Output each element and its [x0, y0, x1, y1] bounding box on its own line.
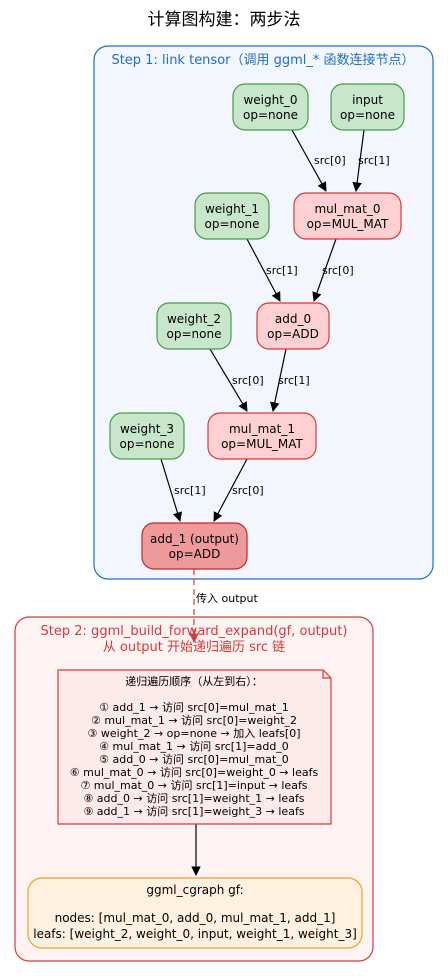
edge-label-w2-mm1: src[0] [232, 374, 264, 387]
node-label: weight_1 [205, 202, 259, 216]
diagram-title: 计算图构建：两步法 [148, 10, 301, 30]
edge-mulmat0-add0 [312, 238, 337, 302]
traversal-note: 递归遍历顺序（从左到右）： ① add_1 → 访问 src[0]=mul_ma… [57, 669, 332, 825]
traversal-line: ④ mul_mat_1 → 访问 src[1]=add_0 [99, 740, 289, 753]
traversal-title: 递归遍历顺序（从左到右）： [125, 674, 263, 688]
edge-mulmat1-add1 [213, 458, 248, 522]
node-op: op=none [167, 327, 222, 341]
node-input: input op=none [330, 83, 405, 131]
node-label: weight_0 [243, 93, 297, 107]
edge-input-mulmat0 [352, 129, 365, 192]
node-weight-2: weight_2 op=none [156, 302, 232, 350]
node-op: op=none [120, 437, 175, 451]
traversal-line: ③ weight_2 → op=none → 加入 leafs[0] [88, 727, 301, 740]
node-op: op=MUL_MAT [307, 217, 389, 231]
edge-label-w0-mm0: src[0] [314, 154, 346, 167]
traversal-line: ⑥ mul_mat_0 → 访问 src[0]=weight_0 → leafs [70, 766, 319, 779]
edge-label-mm0-add0: src[0] [322, 264, 354, 277]
traversal-line: ⑨ add_1 → 访问 src[1]=weight_3 → leafs [83, 805, 304, 818]
edge-label-add0-mm1: src[1] [278, 374, 310, 387]
step1-label: Step 1: link tensor（调用 ggml_* 函数连接节点） [111, 52, 414, 68]
node-add-1-output: add_1 (output) op=ADD [141, 522, 248, 570]
traversal-line: ⑧ add_0 → 访问 src[1]=weight_1 → leafs [83, 792, 304, 805]
cgraph-nodes: nodes: [mul_mat_0, add_0, mul_mat_1, add… [55, 911, 336, 925]
traversal-line: ⑤ add_0 → 访问 src[0]=mul_mat_0 [99, 753, 289, 766]
node-op: op=MUL_MAT [221, 437, 303, 451]
cgraph-result: ggml_cgraph gf: nodes: [mul_mat_0, add_0… [27, 877, 363, 949]
traversal-line: ① add_1 → 访问 src[0]=mul_mat_1 [99, 701, 289, 714]
node-weight-0: weight_0 op=none [232, 83, 309, 131]
cgraph-title: ggml_cgraph gf: [146, 883, 243, 897]
edge-label-pass: 传入 output [196, 592, 258, 605]
traversal-line: ② mul_mat_1 → 访问 src[0]=weight_2 [91, 714, 297, 727]
node-weight-3: weight_3 op=none [109, 412, 185, 460]
step2-label-line2: 从 output 开始递归遍历 src 链 [103, 639, 285, 655]
node-label: mul_mat_0 [314, 202, 380, 216]
edge-weight0-mulmat0 [291, 129, 327, 192]
node-weight-1: weight_1 op=none [194, 192, 270, 240]
edge-weight3-add1 [160, 458, 183, 522]
node-label: weight_2 [167, 312, 221, 326]
cgraph-leafs: leafs: [weight_2, weight_0, input, weigh… [33, 927, 357, 941]
edge-label-mm1-add1: src[0] [232, 484, 264, 497]
node-op: op=ADD [169, 547, 221, 561]
traversal-line: ⑦ mul_mat_0 → 访问 src[1]=input → leafs [80, 779, 307, 792]
node-op: op=ADD [267, 327, 319, 341]
edge-labels: src[0] src[1] src[1] src[0] src[0] src[1… [174, 154, 390, 605]
edge-weight2-mulmat1 [209, 348, 248, 412]
edges [160, 129, 365, 876]
node-label: add_0 [275, 312, 311, 326]
node-mul-mat-1: mul_mat_1 op=MUL_MAT [207, 412, 317, 460]
node-op: op=none [205, 217, 260, 231]
node-label: mul_mat_1 [229, 422, 295, 436]
edge-label-in-mm0: src[1] [358, 154, 390, 167]
node-op: op=none [243, 108, 298, 122]
edge-weight1-add0 [246, 238, 281, 302]
node-label: input [352, 93, 383, 107]
edge-add0-mulmat1 [270, 348, 287, 412]
node-mul-mat-0: mul_mat_0 op=MUL_MAT [293, 192, 402, 240]
node-op: op=none [340, 108, 395, 122]
edge-label-w3-add1: src[1] [174, 484, 206, 497]
edge-label-w1-add0: src[1] [266, 264, 298, 277]
node-add-0: add_0 op=ADD [256, 302, 330, 350]
node-label: weight_3 [120, 422, 174, 436]
node-label: add_1 (output) [150, 532, 239, 546]
